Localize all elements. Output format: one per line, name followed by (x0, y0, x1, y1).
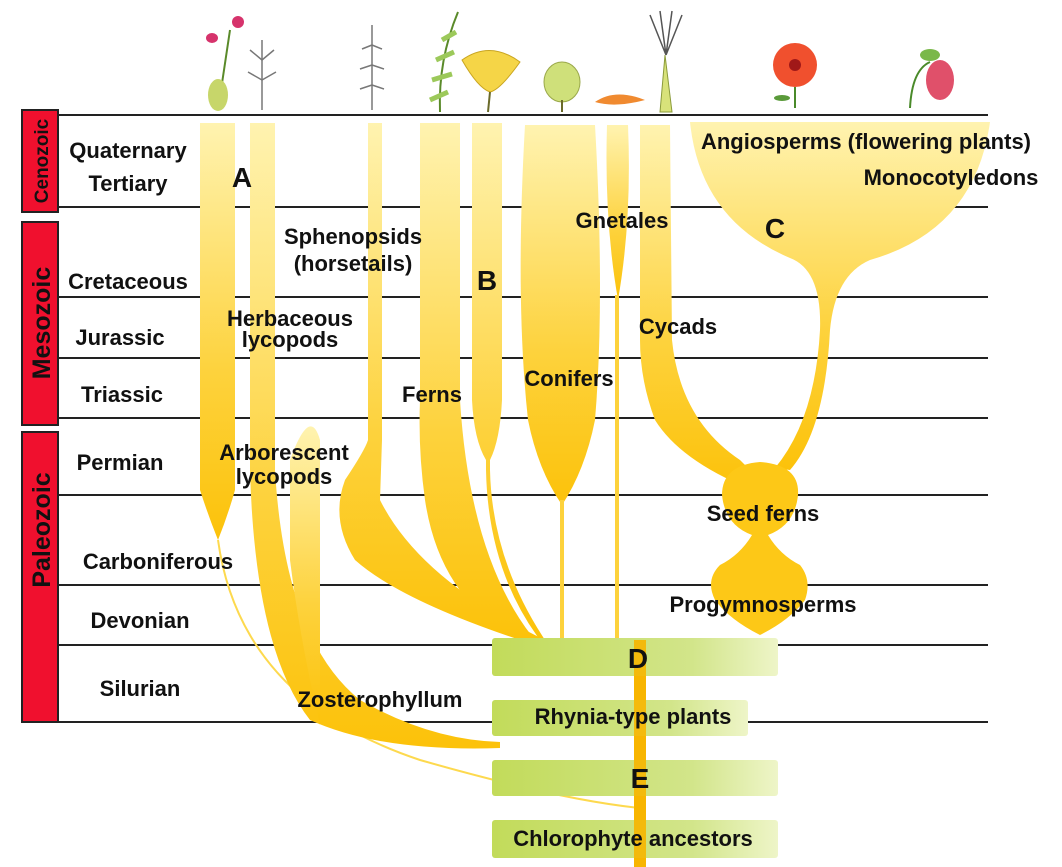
label-arborescent-lycopods: lycopods (236, 464, 333, 489)
period-silurian: Silurian (100, 676, 181, 701)
marker-b: B (477, 265, 497, 296)
label-chlorophyte: Chlorophyte ancestors (513, 826, 753, 851)
branch-seed-ferns (711, 462, 808, 635)
branch-herbaceous-lycopods (250, 123, 500, 749)
label-herbaceous-lycopods: lycopods (242, 327, 339, 352)
gnetales-icon (595, 94, 645, 105)
label-herbaceous: Herbaceous (227, 306, 353, 331)
box-rhynia (492, 700, 748, 736)
period-labels: Quaternary Tertiary Cretaceous Jurassic … (68, 138, 233, 701)
label-progymnosperms: Progymnosperms (669, 592, 856, 617)
branches (200, 122, 990, 809)
marker-c: C (765, 213, 785, 244)
marker-d: D (628, 643, 648, 674)
branch-sphenopsids (339, 123, 545, 640)
label-conifers: Conifers (524, 366, 613, 391)
conifer-icon (543, 61, 581, 112)
period-jurassic: Jurassic (75, 325, 164, 350)
svg-text:Paleozoic: Paleozoic (28, 472, 56, 587)
horsetail-icon (359, 25, 385, 110)
flower-icon (773, 43, 817, 108)
svg-text:Cenozoic: Cenozoic (32, 118, 53, 203)
era-paleozoic: Paleozoic (21, 431, 59, 723)
label-sphenopsids: Sphenopsids (284, 224, 422, 249)
branch-a (200, 123, 235, 540)
label-horsetails: (horsetails) (294, 251, 413, 276)
branch-gnetales-stem (615, 295, 619, 640)
branch-a-thin (217, 539, 641, 809)
period-permian: Permian (77, 450, 164, 475)
label-rhynia: Rhynia-type plants (535, 704, 732, 729)
label-zosterophyllum: Zosterophyllum (297, 687, 462, 712)
markers: A B C D E Rhynia-type plants Chlorophyte… (232, 162, 785, 851)
period-devonian: Devonian (90, 608, 189, 633)
svg-text:Mesozoic: Mesozoic (28, 267, 56, 380)
branch-ferns (419, 123, 535, 640)
era-mesozoic: Mesozoic (21, 221, 59, 426)
monocot-flower-icon (909, 49, 954, 109)
branch-angiosperms (690, 122, 990, 470)
branch-conifers (520, 125, 600, 505)
marker-e: E (631, 763, 650, 794)
label-angiosperms: Angiosperms (flowering plants) (701, 129, 1031, 154)
label-cycads: Cycads (639, 314, 717, 339)
label-arborescent: Arborescent (219, 440, 349, 465)
period-carboniferous: Carboniferous (83, 549, 233, 574)
label-ferns: Ferns (402, 382, 462, 407)
cycad-icon (649, 10, 683, 113)
branch-b (472, 123, 545, 640)
horsetail-sparse-icon (247, 40, 277, 110)
period-quaternary: Quaternary (69, 138, 187, 163)
period-cretaceous: Cretaceous (68, 269, 188, 294)
branch-arborescent-lycopods (290, 426, 320, 725)
branch-cycads (640, 125, 760, 488)
label-monocots: Monocotyledons (864, 165, 1039, 190)
period-triassic: Triassic (81, 382, 163, 407)
label-gnetales: Gnetales (576, 208, 669, 233)
ginkgo-icon (461, 50, 521, 113)
branch-gnetales (606, 125, 629, 300)
period-tertiary: Tertiary (88, 171, 168, 196)
lineage-labels: Angiosperms (flowering plants) Monocotyl… (219, 129, 1038, 712)
label-seed-ferns: Seed ferns (707, 501, 820, 526)
marker-a: A (232, 162, 252, 193)
plant-illustrations (206, 10, 954, 113)
branch-conifers-stem (560, 500, 564, 640)
lycopod-icon (206, 16, 244, 111)
era-cenozoic: Cenozoic (21, 109, 59, 213)
fern-icon (428, 11, 459, 113)
